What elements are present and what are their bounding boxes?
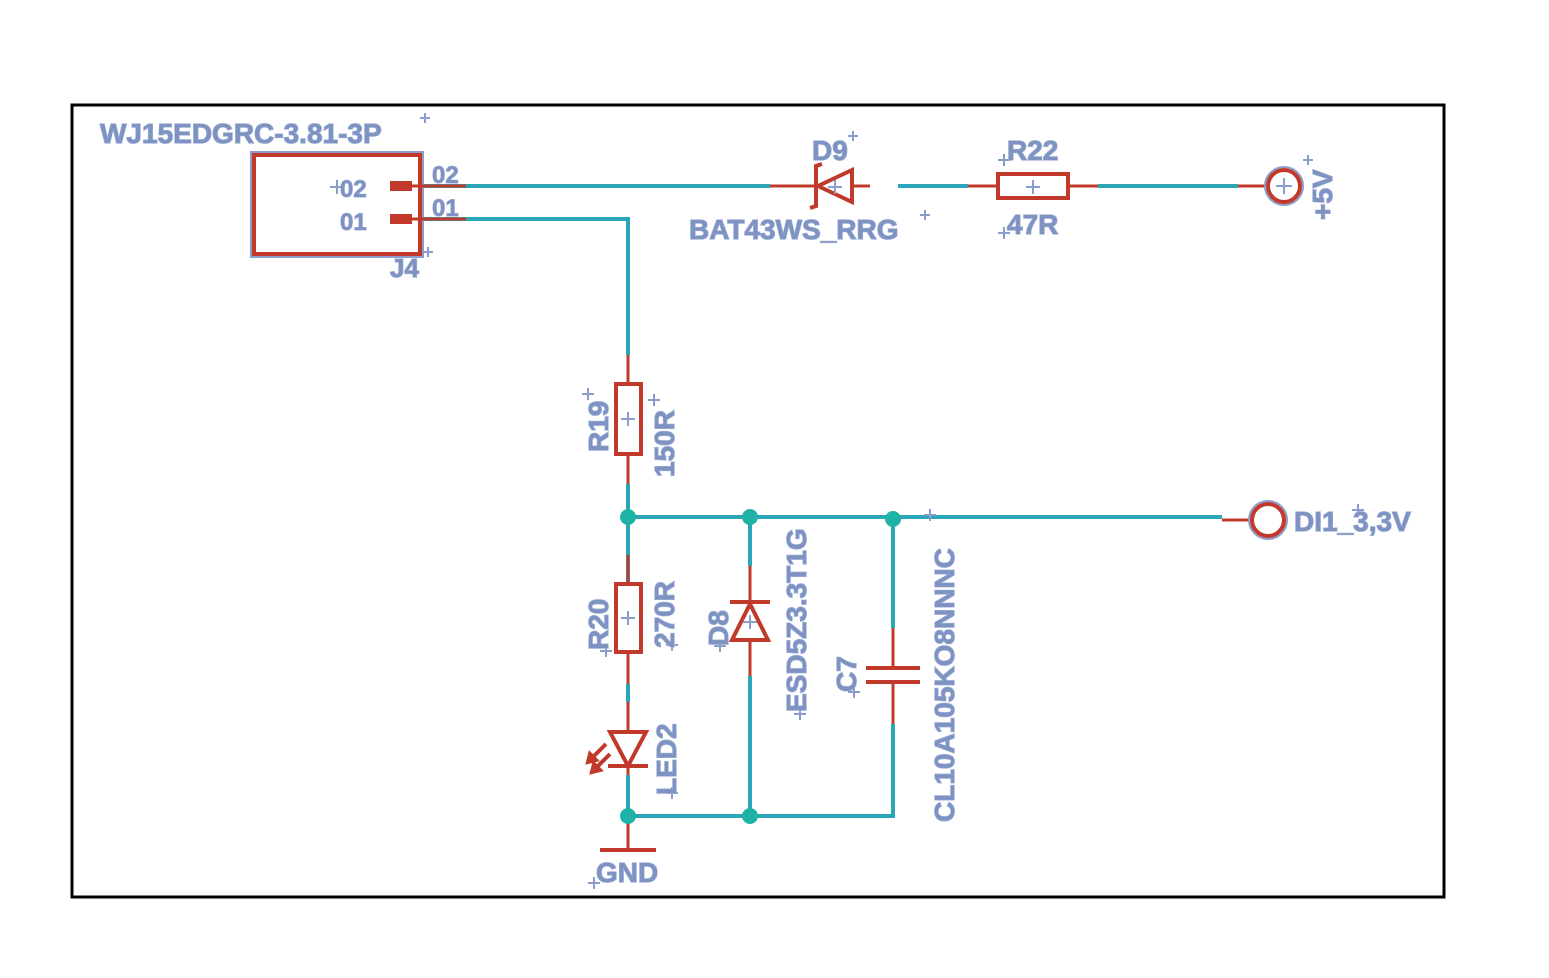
r22-ref: R22 — [1007, 135, 1058, 166]
d9-value: BAT43WS_RRG — [689, 214, 899, 245]
r22-value: 47R — [1007, 209, 1058, 240]
wires — [420, 184, 1238, 818]
d9-ref: D9 — [812, 135, 848, 166]
output-terminal-symbol — [1222, 500, 1364, 540]
r19-ref: R19 — [583, 401, 614, 452]
supply-5v-label: +5V — [1307, 169, 1338, 220]
junction-dot — [742, 509, 758, 525]
supply-5v-symbol — [1238, 155, 1313, 206]
resistor-r19-symbol — [582, 355, 660, 484]
connector-pin-01-label: 01 — [340, 209, 367, 236]
r20-value: 270R — [649, 581, 680, 648]
resistor-r20-symbol — [600, 555, 678, 684]
schematic-frame — [70, 103, 1446, 899]
d8-value: ESD5Z3.3T1G — [781, 528, 812, 712]
resistor-r22-symbol — [968, 154, 1098, 239]
junction-dot — [620, 509, 636, 525]
connector-pin-02-label: 02 — [340, 176, 367, 203]
diode-d8-symbol — [714, 566, 806, 720]
c7-value: CL10A105KO8NNNC — [929, 548, 960, 822]
junction-dot — [620, 808, 636, 824]
diode-d9-symbol — [770, 131, 930, 220]
connector-j4 — [250, 113, 466, 258]
junctions — [620, 509, 901, 824]
led2-ref: LED2 — [651, 723, 682, 795]
connector-pin-02-number: 02 — [432, 162, 459, 189]
wire-j4-r19 — [420, 217, 630, 355]
capacitor-c7-symbol — [848, 509, 936, 724]
ground-label: GND — [596, 857, 658, 888]
connector-name: WJ15EDGRC-3.81-3P — [100, 118, 382, 149]
junction-dot — [885, 511, 901, 527]
r19-value: 150R — [649, 410, 680, 477]
junction-dot — [742, 808, 758, 824]
r20-ref: R20 — [583, 599, 614, 650]
led2-symbol — [585, 702, 678, 799]
wire-c7-gnd — [628, 724, 895, 818]
c7-ref: C7 — [831, 656, 862, 692]
connector-ref: J4 — [390, 253, 419, 283]
d8-ref: D8 — [703, 610, 734, 646]
output-label: DI1_3,3V — [1294, 506, 1411, 537]
connector-pin-01-number: 01 — [432, 195, 459, 222]
